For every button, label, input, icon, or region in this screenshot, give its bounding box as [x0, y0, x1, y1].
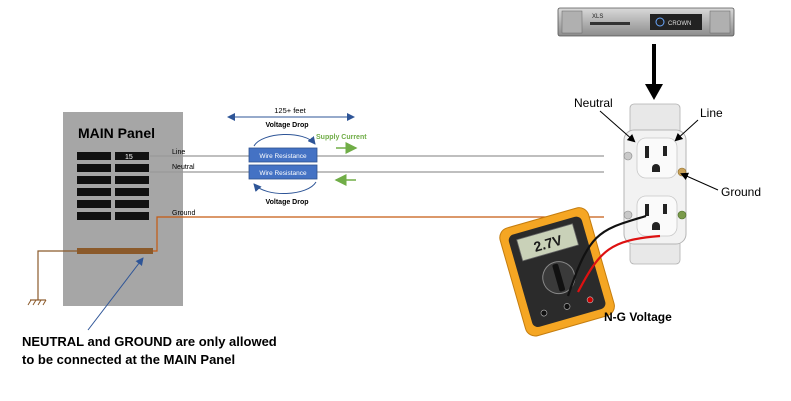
breaker: [115, 212, 149, 220]
outlet-ground-label: Ground: [721, 185, 761, 199]
ground-wire-label: Ground: [172, 210, 195, 217]
curved-arrow: [253, 181, 317, 195]
ground-hole: [652, 164, 660, 172]
voltage-drop-label-top: Voltage Drop: [265, 122, 308, 129]
pointer-arrow: [599, 110, 636, 143]
selector-knob: [552, 263, 566, 292]
voltage-drop-annotations: 125+ feet Voltage Drop Voltage Drop Supp…: [227, 106, 367, 206]
ground-screw: [677, 210, 687, 220]
breaker: [77, 188, 111, 196]
black-probe-lead: [566, 214, 647, 297]
main-panel: MAIN Panel 15: [63, 112, 183, 306]
amplifier-handle: [561, 10, 583, 34]
line-slot: [663, 146, 667, 156]
terminal-screw: [623, 151, 633, 161]
breaker: [77, 176, 111, 184]
amplifier: XLS CROWN: [557, 7, 735, 37]
breaker: [77, 152, 111, 160]
terminal-screw: [623, 210, 633, 220]
pointer-arrow: [680, 172, 719, 191]
curved-arrow: [253, 133, 316, 147]
breaker-label: 15: [125, 154, 133, 161]
red-probe-lead: [577, 234, 661, 293]
wire-resistance-bottom: [248, 164, 318, 180]
multimeter: 2.7V N-G Voltage: [499, 207, 672, 337]
breaker: [115, 164, 149, 172]
wire-resistance-label: Wire Resistance: [259, 153, 307, 160]
amplifier-body: [557, 7, 735, 37]
note-line-2: to be connected at the MAIN Panel: [22, 352, 235, 367]
probe-jack: [540, 309, 548, 317]
breaker: [115, 176, 149, 184]
breaker: [115, 200, 149, 208]
wires: Line Neutral Ground: [150, 149, 604, 252]
ground-wire: [153, 216, 604, 252]
amplifier-display: [590, 22, 630, 25]
multimeter-display: [516, 223, 579, 262]
neutral-slot: [645, 204, 649, 216]
note-line-1: NEUTRAL and GROUND are only allowed: [22, 334, 277, 349]
multimeter-reading: 2.7V: [532, 231, 565, 255]
breaker: [115, 188, 149, 196]
crown-logo-icon: [655, 17, 665, 27]
ground-hole: [652, 222, 660, 230]
outlet-labels: Neutral Line Ground: [574, 96, 761, 199]
earth-ground-symbol: [27, 250, 77, 306]
panel-box: [63, 112, 183, 306]
wire-resistance-label: Wire Resistance: [259, 170, 307, 177]
resistors: Wire Resistance Wire Resistance: [248, 147, 318, 180]
probe-jack: [563, 303, 571, 310]
neutral-slot: [645, 146, 649, 158]
wire-resistance-top: [248, 147, 318, 163]
supply-current-label: Supply Current: [316, 134, 367, 141]
breaker: [77, 200, 111, 208]
breaker-15: [115, 152, 149, 160]
duplex-outlet: [623, 103, 687, 265]
amplifier-brand: CROWN: [668, 21, 691, 27]
amplifier-model: XLS: [592, 14, 603, 20]
line-wire-label: Line: [172, 149, 185, 156]
breaker: [77, 212, 111, 220]
note-pointer-arrow: [87, 257, 144, 331]
line-slot: [663, 204, 667, 214]
outlet-line-label: Line: [700, 106, 723, 120]
probe-jack: [586, 296, 594, 304]
breaker: [77, 164, 111, 172]
outlet-neutral-label: Neutral: [574, 96, 613, 110]
down-arrow: [645, 44, 663, 100]
meter-caption: N-G Voltage: [604, 310, 672, 324]
distance-label: 125+ feet: [274, 106, 306, 115]
pointer-arrow: [674, 119, 699, 142]
neutral-wire-label: Neutral: [172, 164, 195, 171]
neutral-ground-bus-bar: [77, 248, 153, 254]
voltage-drop-label-bottom: Voltage Drop: [265, 199, 308, 206]
amplifier-logo-panel: [650, 14, 702, 30]
panel-title: MAIN Panel: [78, 125, 155, 141]
amplifier-handle: [709, 10, 731, 34]
